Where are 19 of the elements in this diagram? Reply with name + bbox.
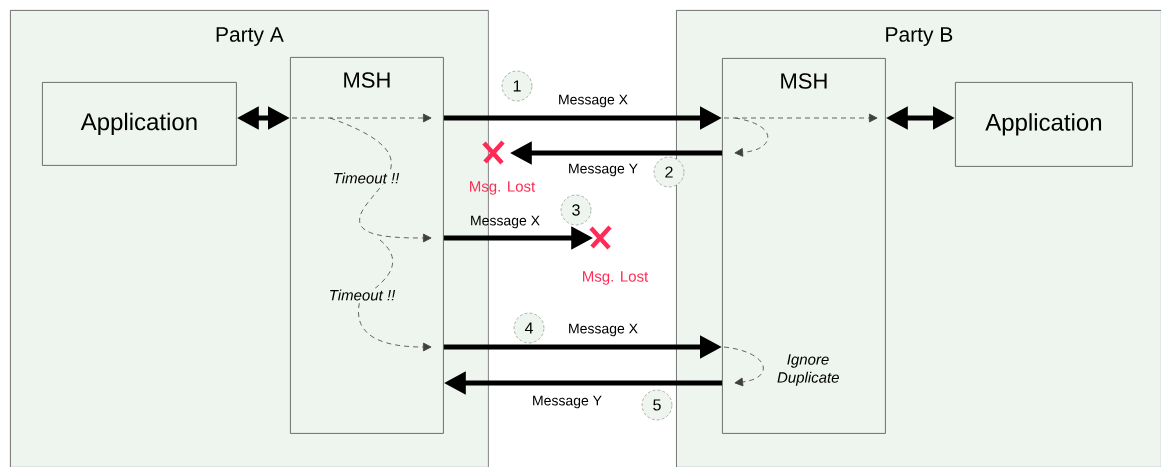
note: Ignore Duplicate — [776, 353, 840, 387]
edge-label: Message X — [559, 94, 628, 108]
application-box: Application — [955, 82, 1133, 167]
timeout-note: Timeout !! — [327, 288, 397, 302]
step-number: 3 — [560, 194, 592, 226]
application-box: Application — [42, 82, 237, 166]
cross-mark — [481, 139, 506, 166]
lost-note: Msg. Lost — [583, 271, 649, 285]
step-number: 1 — [501, 70, 533, 102]
edge-label: Message X — [569, 323, 638, 337]
cross-mark — [588, 224, 613, 251]
timeout-note: Timeout !! — [331, 171, 401, 185]
step-number: 2 — [653, 156, 685, 188]
step-number: 4 — [513, 312, 545, 344]
edge-label: Message Y — [533, 395, 602, 409]
edge-label: Message Y — [569, 163, 638, 177]
edge-label: Message X — [471, 215, 540, 229]
step-number: 5 — [641, 389, 673, 421]
lost-note: Msg. Lost — [470, 181, 536, 195]
